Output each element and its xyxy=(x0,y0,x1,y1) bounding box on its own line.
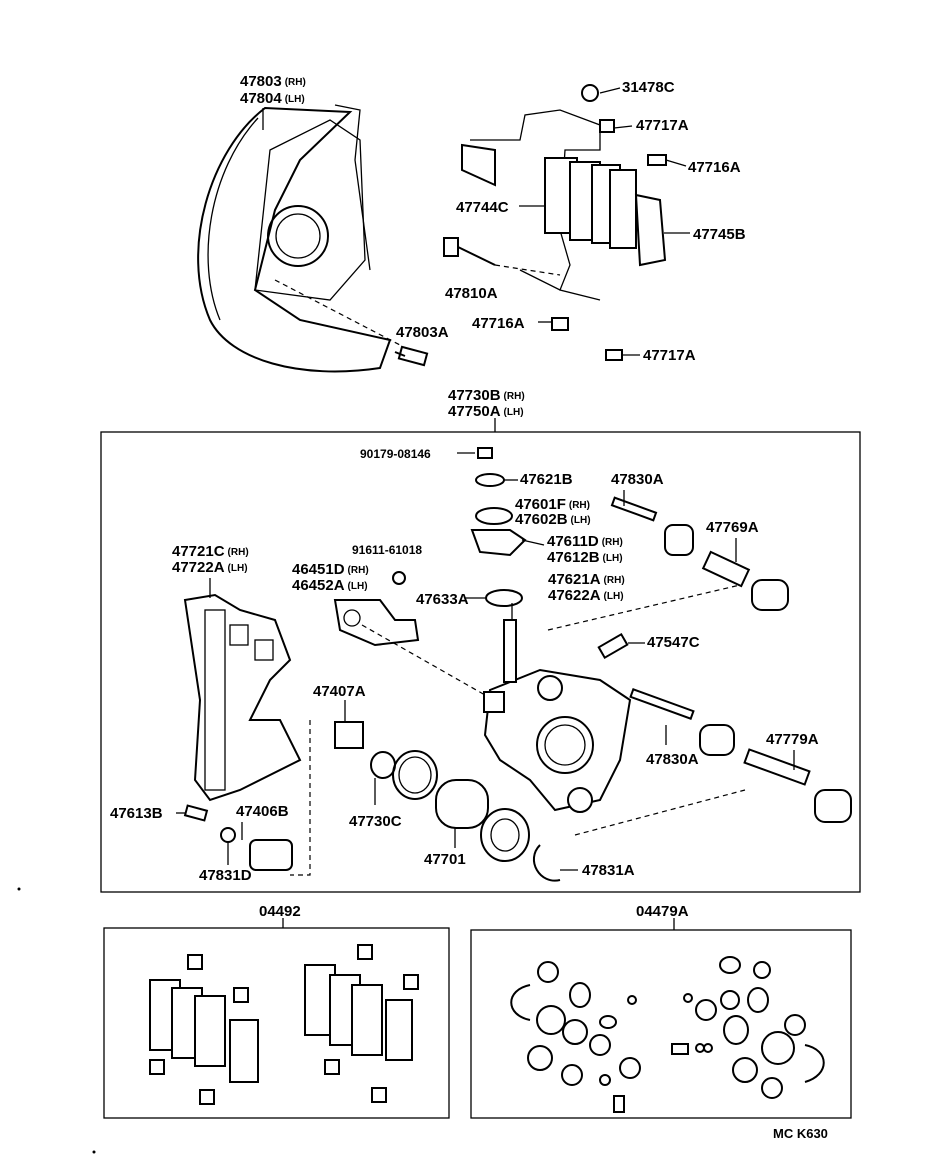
part-47769A-label: 47769A xyxy=(706,519,759,536)
pad-kit-04492-label: 04492 xyxy=(259,903,301,920)
part-47717A-bottom-label: 47717A xyxy=(643,347,696,364)
part-47622A-label: 47622A(LH) xyxy=(548,587,624,604)
part-47830A-bottom-label: 47830A xyxy=(646,751,699,768)
part-47547C-label: 47547C xyxy=(647,634,700,651)
part-31478C-label: 31478C xyxy=(622,79,675,96)
figure-code: MC K630 xyxy=(773,1126,828,1141)
part-47602B-label: 47602B(LH) xyxy=(515,511,591,528)
part-47721C-label: 47721C(RH) xyxy=(172,543,249,560)
seal-kit-04479A-label: 04479A xyxy=(636,903,689,920)
part-47716A-top-label: 47716A xyxy=(688,159,741,176)
part-47745B-label: 47745B xyxy=(693,226,746,243)
caliper-assembly-box xyxy=(100,431,861,893)
part-47407A-label: 47407A xyxy=(313,683,366,700)
part-91611-61018-label: 91611-61018 xyxy=(352,543,423,557)
part-47803-label: 47803(RH) xyxy=(240,73,306,90)
caliper-parts-drawing xyxy=(176,447,852,882)
part-47831D-label: 47831D xyxy=(199,867,252,884)
part-47830A-top-label: 47830A xyxy=(611,471,664,488)
part-47730C-label: 47730C xyxy=(349,813,402,830)
part-47804-label: 47804(LH) xyxy=(240,90,305,107)
pad-kit-drawing xyxy=(149,944,419,1105)
part-90179-08146-label: 90179-08146 xyxy=(360,447,431,461)
caliper-support-drawing xyxy=(443,84,690,361)
part-47744C-label: 47744C xyxy=(456,199,509,216)
part-47730B-label: 47730B(RH) xyxy=(448,387,525,404)
part-47779A-label: 47779A xyxy=(766,731,819,748)
part-46451D-label: 46451D(RH) xyxy=(292,561,369,578)
part-47601F-label: 47601F(RH) xyxy=(515,496,590,513)
part-47633A-label: 47633A xyxy=(416,591,469,608)
part-47611D-label: 47611D(RH) xyxy=(547,533,623,550)
dust-cover-drawing xyxy=(197,104,429,373)
part-47716A-bottom-label: 47716A xyxy=(472,315,525,332)
part-47612B-label: 47612B(LH) xyxy=(547,549,623,566)
part-47406B-label: 47406B xyxy=(236,803,289,820)
seal-kit-drawing xyxy=(510,956,825,1113)
part-47621A-label: 47621A(RH) xyxy=(548,571,625,588)
part-47831A-label: 47831A xyxy=(582,862,635,879)
part-47722A-label: 47722A(LH) xyxy=(172,559,248,576)
part-47803A-label: 47803A xyxy=(396,324,449,341)
part-47613B-label: 47613B xyxy=(110,805,163,822)
part-47701-label: 47701 xyxy=(424,851,466,868)
part-47810A-label: 47810A xyxy=(445,285,498,302)
part-47717A-top-label: 47717A xyxy=(636,117,689,134)
part-47621B-label: 47621B xyxy=(520,471,573,488)
part-46452A-label: 46452A(LH) xyxy=(292,577,368,594)
pad-kit-box xyxy=(103,927,450,1119)
seal-kit-box xyxy=(470,929,852,1119)
part-47750A-label: 47750A(LH) xyxy=(448,403,524,420)
